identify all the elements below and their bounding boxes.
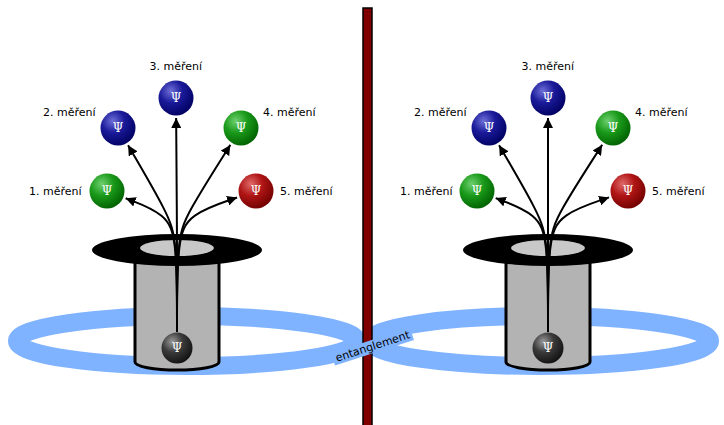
sphere-circle: [533, 333, 564, 364]
measurement-label: 2. měření: [43, 106, 96, 119]
measurement-label: 5. měření: [652, 185, 705, 198]
psi-sphere: Ψ: [459, 173, 495, 209]
measurement-arrow: [548, 145, 602, 332]
sphere-circle: [162, 333, 193, 364]
sphere-circle: [460, 174, 495, 209]
psi-symbol: Ψ: [238, 173, 274, 209]
psi-sphere: Ψ: [223, 110, 259, 146]
measurement-arrow: [499, 145, 548, 332]
measurement-label: 1. měření: [29, 185, 82, 198]
psi-symbol: Ψ: [223, 110, 259, 146]
psi-sphere: Ψ: [238, 173, 274, 209]
measurement-label: 5. měření: [280, 185, 333, 198]
measurement-label: 1. měření: [400, 185, 453, 198]
psi-sphere: Ψ: [89, 173, 125, 209]
sphere-circle: [531, 81, 566, 116]
sphere-circle: [90, 174, 125, 209]
measurement-label: 4. měření: [635, 106, 688, 119]
sphere-circle: [101, 111, 136, 146]
psi-symbol: Ψ: [89, 173, 125, 209]
psi-sphere: Ψ: [471, 110, 507, 146]
psi-symbol: Ψ: [161, 332, 193, 364]
sphere-circle: [224, 111, 259, 146]
psi-sphere: Ψ: [532, 332, 564, 364]
psi-symbol: Ψ: [610, 173, 646, 209]
measurement-label: 3. měření: [150, 60, 203, 73]
psi-sphere: Ψ: [610, 173, 646, 209]
sphere-circle: [159, 81, 194, 116]
psi-symbol: Ψ: [532, 332, 564, 364]
psi-symbol: Ψ: [158, 80, 194, 116]
divider-bar: [363, 8, 372, 425]
sphere-circle: [596, 111, 631, 146]
psi-sphere: Ψ: [100, 110, 136, 146]
measurement-label: 2. měření: [414, 106, 467, 119]
measurement-arrow: [128, 145, 177, 332]
psi-symbol: Ψ: [530, 80, 566, 116]
measurement-arrow: [548, 197, 609, 332]
measurement-label: 3. měření: [522, 60, 575, 73]
psi-symbol: Ψ: [595, 110, 631, 146]
sphere-circle: [239, 174, 274, 209]
sphere-circle: [472, 111, 507, 146]
psi-sphere: Ψ: [595, 110, 631, 146]
psi-symbol: Ψ: [100, 110, 136, 146]
measurement-label: 4. měření: [263, 106, 316, 119]
measurement-arrow: [177, 197, 237, 332]
entanglement-label: entanglement: [331, 327, 414, 365]
measurement-arrow: [177, 145, 230, 332]
psi-symbol: Ψ: [471, 110, 507, 146]
psi-symbol: Ψ: [459, 173, 495, 209]
psi-sphere: Ψ: [158, 80, 194, 116]
sphere-circle: [611, 174, 646, 209]
psi-sphere: Ψ: [161, 332, 193, 364]
psi-sphere: Ψ: [530, 80, 566, 116]
